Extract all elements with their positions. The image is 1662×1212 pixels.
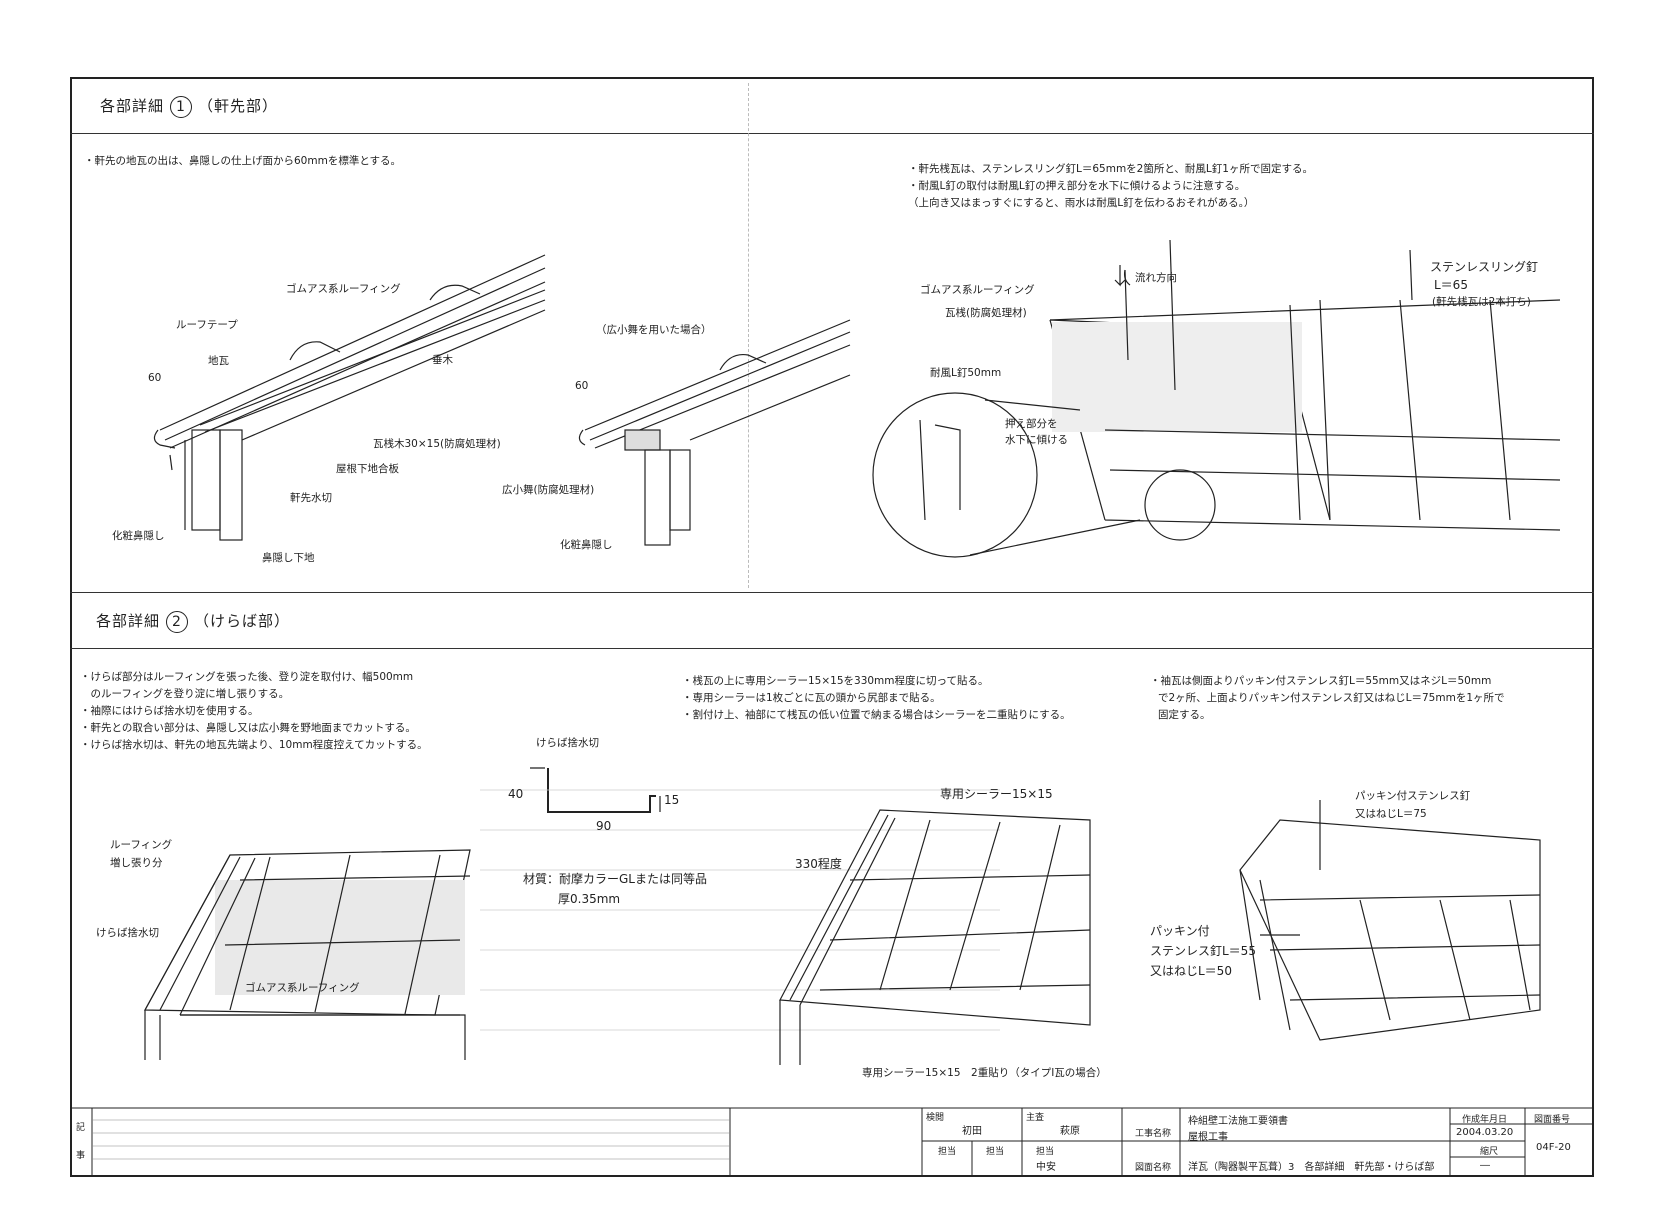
tb-tanto2: 担当 bbox=[986, 1147, 1005, 1157]
label-len330: 330程度 bbox=[795, 857, 842, 871]
section1-number: 1 bbox=[170, 96, 193, 118]
label-fascia-base: 鼻隠し下地 bbox=[262, 552, 315, 564]
label-packing-nail1: パッキン付ステンレス釘 bbox=[1355, 790, 1471, 802]
tb-dwg-no-label: 図面番号 bbox=[1534, 1115, 1571, 1125]
drawing-sheet bbox=[70, 77, 1594, 1177]
label-fascia2: 化粧鼻隠し bbox=[560, 539, 613, 551]
tb-shusa: 主査 bbox=[1026, 1113, 1045, 1123]
section1-center-line bbox=[748, 83, 749, 588]
tb-koji-label: 工事名称 bbox=[1135, 1129, 1172, 1139]
label-sealer-double: 専用シーラー15×15 2重貼り（タイプⅠ瓦の場合） bbox=[862, 1067, 1107, 1079]
tb-kenin: 検閲 bbox=[926, 1113, 945, 1123]
section1-note-right-3: （上向き又はまっすぐにすると、雨水は耐風L釘を伝わるおそれがある。） bbox=[908, 197, 1255, 209]
label-tilt-down: 水下に傾ける bbox=[1005, 434, 1068, 446]
section2-note-left-3: ・袖際にはけらば捨水切を使用する。 bbox=[80, 705, 259, 717]
label-dim90: 90 bbox=[596, 819, 612, 833]
label-packing-nail2: 又はねじL＝75 bbox=[1355, 808, 1427, 820]
section2-subtitle: （けらば部） bbox=[194, 612, 291, 630]
section2-note-mid-2: ・専用シーラーは1枚ごとに瓦の頭から尻部まで貼る。 bbox=[682, 692, 941, 704]
section1-header-line bbox=[70, 133, 1594, 134]
label-eave-flashing: 軒先水切 bbox=[290, 492, 332, 504]
section2-note-right-3: 固定する。 bbox=[1158, 709, 1211, 721]
section-divider bbox=[70, 592, 1594, 593]
label-kawara-batten: 瓦桟(防腐処理材) bbox=[945, 307, 1027, 319]
tb-zumen-name: 洋瓦（陶器製平瓦葺）3 各部詳細 軒先部・けらば部 bbox=[1188, 1162, 1435, 1173]
label-dim60: 60 bbox=[148, 372, 162, 384]
label-jigawara: 地瓦 bbox=[208, 355, 229, 367]
section2-number: 2 bbox=[166, 611, 189, 633]
tb-dwg-no: 04F-20 bbox=[1536, 1142, 1571, 1153]
section1-subtitle: （軒先部） bbox=[198, 97, 279, 115]
section2-note-right-1: ・袖瓦は側面よりパッキン付ステンレス釘L＝55mm又はネジL＝50mm bbox=[1150, 675, 1492, 687]
label-dim40: 40 bbox=[508, 787, 524, 801]
label-packing5: 又はねじL＝50 bbox=[1150, 964, 1232, 978]
label-roofing-extra1: ルーフィング bbox=[110, 839, 173, 851]
section2-note-right-2: で2ヶ所、上面よりパッキン付ステンレス釘又はねじL＝75mmを1ヶ所で bbox=[1158, 692, 1505, 704]
label-press-part: 押え部分を bbox=[1005, 418, 1058, 430]
tb-koji-sub: 屋根工事 bbox=[1188, 1132, 1228, 1143]
tb-zumen-label: 図面名称 bbox=[1135, 1163, 1172, 1173]
label-verge-flashing2: けらば捨水切 bbox=[96, 927, 159, 939]
section2-note-mid-1: ・桟瓦の上に専用シーラー15×15を330mm程度に切って貼る。 bbox=[682, 675, 989, 687]
tb-kiji2: 事 bbox=[76, 1151, 86, 1161]
label-thickness: 厚0.35mm bbox=[558, 892, 621, 906]
section2-header-line bbox=[70, 648, 1594, 649]
label-packing4: ステンレス釘L＝55 bbox=[1150, 944, 1256, 958]
label-material: 材質：耐摩カラーGLまたは同等品 bbox=[523, 872, 707, 886]
tb-tanto1: 担当 bbox=[938, 1147, 957, 1157]
label-wide-case: （広小舞を用いた場合） bbox=[596, 324, 712, 336]
label-batten: 瓦桟木30×15(防腐処理材) bbox=[373, 438, 501, 450]
label-fascia: 化粧鼻隠し bbox=[112, 530, 165, 542]
label-dim15: 15 bbox=[664, 793, 680, 807]
tb-koji-name: 枠組壁工法施工要領書 bbox=[1188, 1116, 1288, 1127]
tb-kenin-name: 初田 bbox=[962, 1126, 982, 1137]
section2-note-left-2: のルーフィングを登り淀に増し張りする。 bbox=[80, 688, 290, 700]
label-hirokomai: 広小舞(防腐処理材) bbox=[502, 484, 595, 496]
label-nail-note: (軒先桟瓦は2本打ち) bbox=[1432, 296, 1531, 308]
tb-date: 2004.03.20 bbox=[1456, 1127, 1514, 1138]
label-roof-board: 屋根下地合板 bbox=[336, 463, 399, 475]
label-rubber-roofing-2: ゴムアス系ルーフィング bbox=[245, 982, 360, 994]
label-stainless-nail: ステンレスリング釘 bbox=[1430, 260, 1539, 274]
section1-note: ・軒先の地瓦の出は、鼻隠しの仕上げ面から60mmを標準とする。 bbox=[84, 155, 402, 167]
label-verge-flashing: けらば捨水切 bbox=[536, 737, 599, 749]
tb-scale-label: 縮尺 bbox=[1480, 1147, 1499, 1157]
section1-note-right-2: ・耐風L釘の取付は耐風L釘の押え部分を水下に傾けるように注意する。 bbox=[908, 180, 1246, 192]
label-roofing-extra2: 増し張り分 bbox=[110, 857, 163, 869]
section1-title-text: 各部詳細 bbox=[100, 97, 165, 115]
section2-note-left-5: ・けらば捨水切は、軒先の地瓦先端より、10mm程度控えてカットする。 bbox=[80, 739, 428, 751]
section2-title: 各部詳細 2 （けらば部） bbox=[96, 610, 290, 633]
section2-note-left-4: ・軒先との取合い部分は、鼻隠し又は広小舞を野地面までカットする。 bbox=[80, 722, 416, 734]
tb-tanto3-name: 中安 bbox=[1036, 1162, 1056, 1173]
label-packing3: パッキン付 bbox=[1150, 924, 1210, 938]
tb-tanto3: 担当 bbox=[1036, 1147, 1055, 1157]
label-rubber-roofing2: ゴムアス系ルーフィング bbox=[920, 284, 1035, 296]
tb-scale: ― bbox=[1480, 1160, 1490, 1171]
tb-shusa-name: 萩原 bbox=[1060, 1126, 1080, 1137]
label-roof-tape: ルーフテープ bbox=[176, 319, 238, 331]
section2-title-text: 各部詳細 bbox=[96, 612, 161, 630]
label-rubber-roofing: ゴムアス系ルーフィング bbox=[286, 283, 401, 295]
section2-note-mid-3: ・割付け上、袖部にて桟瓦の低い位置で納まる場合はシーラーを二重貼りにする。 bbox=[682, 709, 1071, 721]
label-nail-length: L＝65 bbox=[1434, 278, 1468, 292]
tb-kiji: 記 bbox=[76, 1123, 86, 1133]
label-flow: 流れ方向 bbox=[1135, 272, 1177, 284]
section2-note-left-1: ・けらば部分はルーフィングを張った後、登り淀を取付け、幅500mm bbox=[80, 671, 414, 683]
label-wind-nail: 耐風L釘50mm bbox=[930, 367, 1002, 379]
label-dim60b: 60 bbox=[575, 380, 589, 392]
section1-note-right-1: ・軒先桟瓦は、ステンレスリング釘L＝65mmを2箇所と、耐風L釘1ヶ所で固定する… bbox=[908, 163, 1313, 175]
label-taruki: 垂木 bbox=[432, 354, 453, 366]
label-sealer: 専用シーラー15×15 bbox=[940, 787, 1053, 801]
section1-title: 各部詳細 1 （軒先部） bbox=[100, 95, 278, 118]
tb-date-label: 作成年月日 bbox=[1462, 1115, 1508, 1125]
